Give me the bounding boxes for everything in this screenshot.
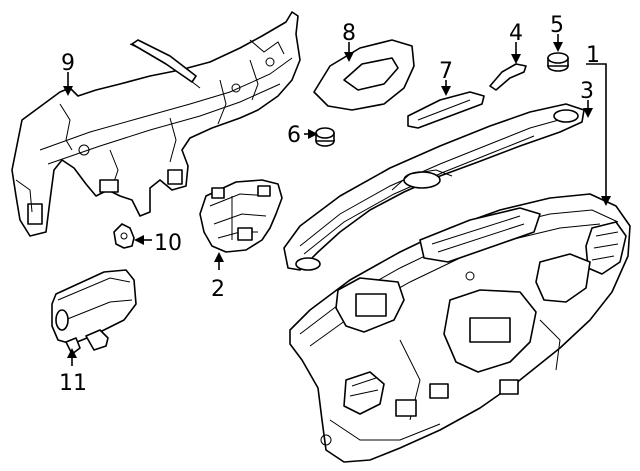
part-8-center-bezel xyxy=(313,39,415,111)
part-11-airbag xyxy=(51,269,137,355)
part-6-clip xyxy=(315,127,335,147)
part-2-module xyxy=(199,179,283,253)
callout-8: 8 xyxy=(342,21,356,46)
part-10-bracket xyxy=(113,223,135,249)
part-1-instrument-panel xyxy=(289,193,631,463)
callout-labels: 1 2 3 4 5 6 7 8 9 10 11 xyxy=(59,13,600,396)
callout-5: 5 xyxy=(550,13,564,38)
part-7-trim-strip xyxy=(407,91,485,129)
part-3-top-cover xyxy=(283,103,585,271)
callout-1: 1 xyxy=(586,43,600,68)
callout-6: 6 xyxy=(287,123,301,148)
callout-4: 4 xyxy=(509,21,523,46)
part-5-cap xyxy=(547,52,569,72)
callout-9: 9 xyxy=(61,51,75,76)
callout-7: 7 xyxy=(439,59,453,84)
callout-2: 2 xyxy=(211,277,225,302)
leader-lines xyxy=(63,34,611,366)
callout-11: 11 xyxy=(59,371,87,396)
part-9-support-frame xyxy=(11,11,301,237)
callout-3: 3 xyxy=(580,79,594,104)
part-4-curved-trim xyxy=(489,63,527,91)
callout-10: 10 xyxy=(154,231,182,256)
